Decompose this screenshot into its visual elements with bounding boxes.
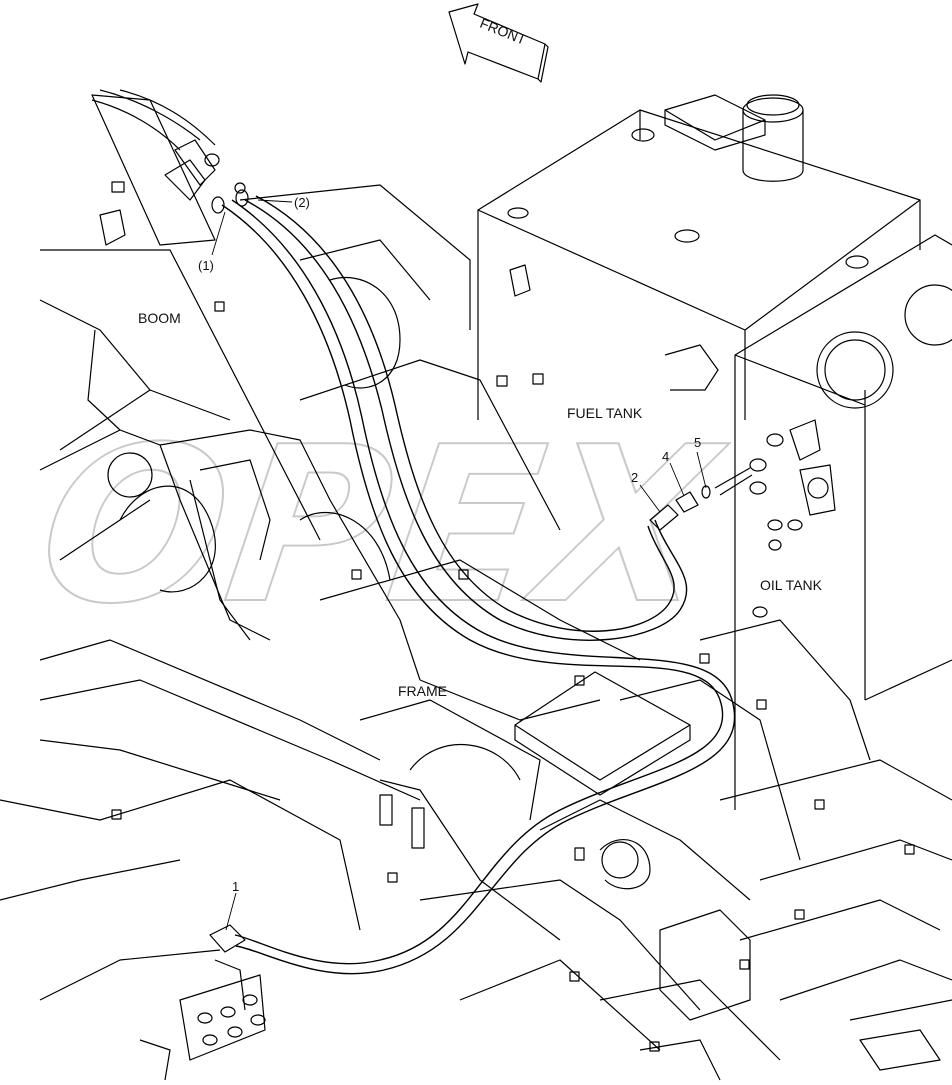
- frame-structure: [0, 184, 952, 1081]
- oil-tank-label: OIL TANK: [760, 577, 823, 593]
- bottom-fitting-block: [139, 924, 266, 1081]
- front-arrow-icon: [448, 3, 549, 83]
- callout-ref1: (1): [198, 258, 214, 273]
- callout-4: 4: [662, 449, 669, 464]
- hydraulic-hose-1: [221, 199, 735, 975]
- oil-tank: [734, 234, 952, 810]
- boom-structure: [39, 94, 321, 641]
- frame-label: FRAME: [398, 683, 447, 699]
- callout-ref2: (2): [294, 195, 310, 210]
- frame-plate: [514, 671, 691, 796]
- callout-1: 1: [232, 879, 239, 894]
- fuel-tank-label: FUEL TANK: [567, 405, 643, 421]
- top-fittings: [91, 89, 249, 214]
- callout-5: 5: [694, 435, 701, 450]
- watermark: OPEX: [27, 400, 737, 651]
- fuel-tank: [477, 94, 921, 420]
- boom-label: BOOM: [138, 310, 181, 326]
- hydraulic-hose-2: [244, 195, 688, 641]
- frame-blocks: [111, 301, 915, 1052]
- callout-2: 2: [631, 470, 638, 485]
- callout-leaders: [211, 199, 707, 931]
- tank-fitting-assembly: [649, 467, 753, 531]
